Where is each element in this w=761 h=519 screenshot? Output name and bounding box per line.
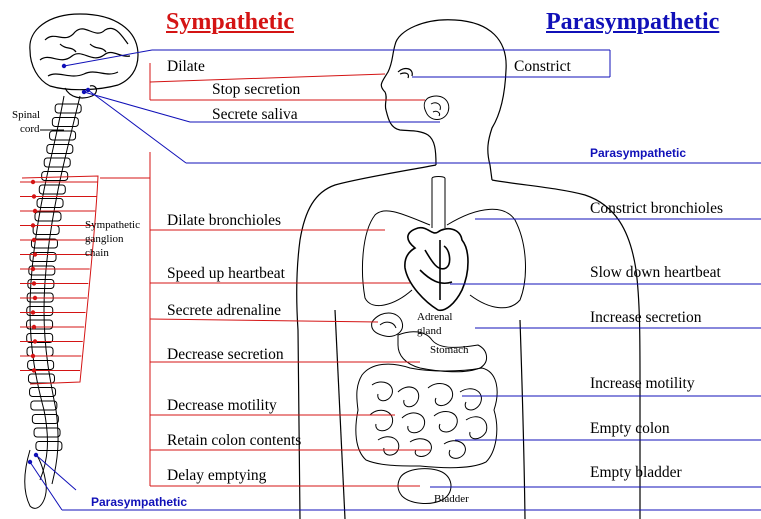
arm-right-inner: [520, 320, 525, 519]
lungs-drawing: [362, 177, 525, 308]
vertebra-shape: [27, 307, 53, 316]
sympathetic-effect-label: Dilate: [167, 59, 205, 75]
ganglion-chain-label-line2: ganglion: [85, 234, 124, 245]
sympathetic-effect-label: Speed up heartbeat: [167, 266, 285, 282]
ganglion-chain-label-line3: chain: [85, 248, 109, 259]
sympathetic-effect-label: Retain colon contents: [167, 433, 301, 449]
ganglion-dot: [31, 310, 35, 314]
ganglion-chain-label-line1: Sympathetic: [85, 220, 140, 231]
vertebra-shape: [44, 158, 70, 167]
vertebra-shape: [27, 347, 53, 356]
intestines-drawing: [356, 364, 497, 468]
parasympathetic-effect-label: Empty bladder: [590, 465, 682, 481]
ganglion-dot: [32, 238, 36, 242]
parasympathetic-effect-label: Increase motility: [590, 376, 695, 392]
salivary-gland-drawing: [424, 96, 449, 120]
parasympathetic-effect-label: Increase secretion: [590, 310, 701, 326]
heart-drawing: [405, 228, 468, 311]
sympathetic-title: Sympathetic: [166, 10, 294, 34]
parasympathetic-effect-label: Slow down heartbeat: [590, 265, 721, 281]
sympathetic-effect-label: Decrease secretion: [167, 347, 284, 363]
ganglion-dot: [33, 296, 37, 300]
sacrum-drawing: [25, 450, 47, 508]
vertebra-shape: [47, 145, 73, 154]
spinal-cord-label-line1: Spinal: [12, 110, 40, 121]
face-profile: [381, 45, 436, 165]
sympathetic-effect-label: Decrease motility: [167, 398, 277, 414]
adrenal-gland-label-line1: Adrenal: [417, 312, 452, 323]
parasympathetic-title: Parasympathetic: [546, 10, 719, 34]
bladder-label: Bladder: [434, 494, 469, 505]
spinal-cord-label-line2: cord: [20, 124, 40, 135]
vertebra-shape: [28, 361, 54, 370]
parasympathetic-sacral-label: Parasympathetic: [91, 496, 187, 508]
ganglion-dot: [32, 368, 36, 372]
ganglion-dot: [32, 325, 36, 329]
parasympathetic-effect-label: Constrict bronchioles: [590, 201, 723, 217]
parasympathetic-effect-label: Constrict: [514, 59, 571, 75]
ganglion-dot: [33, 252, 37, 256]
ganglion-dot: [32, 281, 36, 285]
ganglion-dot: [31, 223, 35, 227]
parasympathetic-cranial-label: Parasympathetic: [590, 147, 686, 159]
ganglion-dot: [32, 194, 36, 198]
spinal-column-drawing: [30, 96, 80, 484]
parasympathetic-effect-label: Empty colon: [590, 421, 670, 437]
sympathetic-effect-label: Dilate bronchioles: [167, 213, 281, 229]
ganglion-dot: [33, 339, 37, 343]
ganglion-dot: [31, 267, 35, 271]
sympathetic-effect-label: Secrete saliva: [212, 107, 298, 123]
sympathetic-effect-label: Stop secretion: [212, 82, 300, 98]
ganglion-dot: [31, 180, 35, 184]
ganglion-dot: [31, 354, 35, 358]
adrenal-gland-label-line2: gland: [417, 326, 441, 337]
adrenal-kidney-drawing: [372, 313, 403, 336]
sympathetic-effect-label: Secrete adrenaline: [167, 303, 281, 319]
ganglion-dot: [33, 209, 37, 213]
stomach-label: Stomach: [430, 345, 469, 356]
vertebra-shape: [42, 172, 68, 181]
sympathetic-effect-label: Delay emptying: [167, 468, 266, 484]
ear: [398, 69, 412, 78]
